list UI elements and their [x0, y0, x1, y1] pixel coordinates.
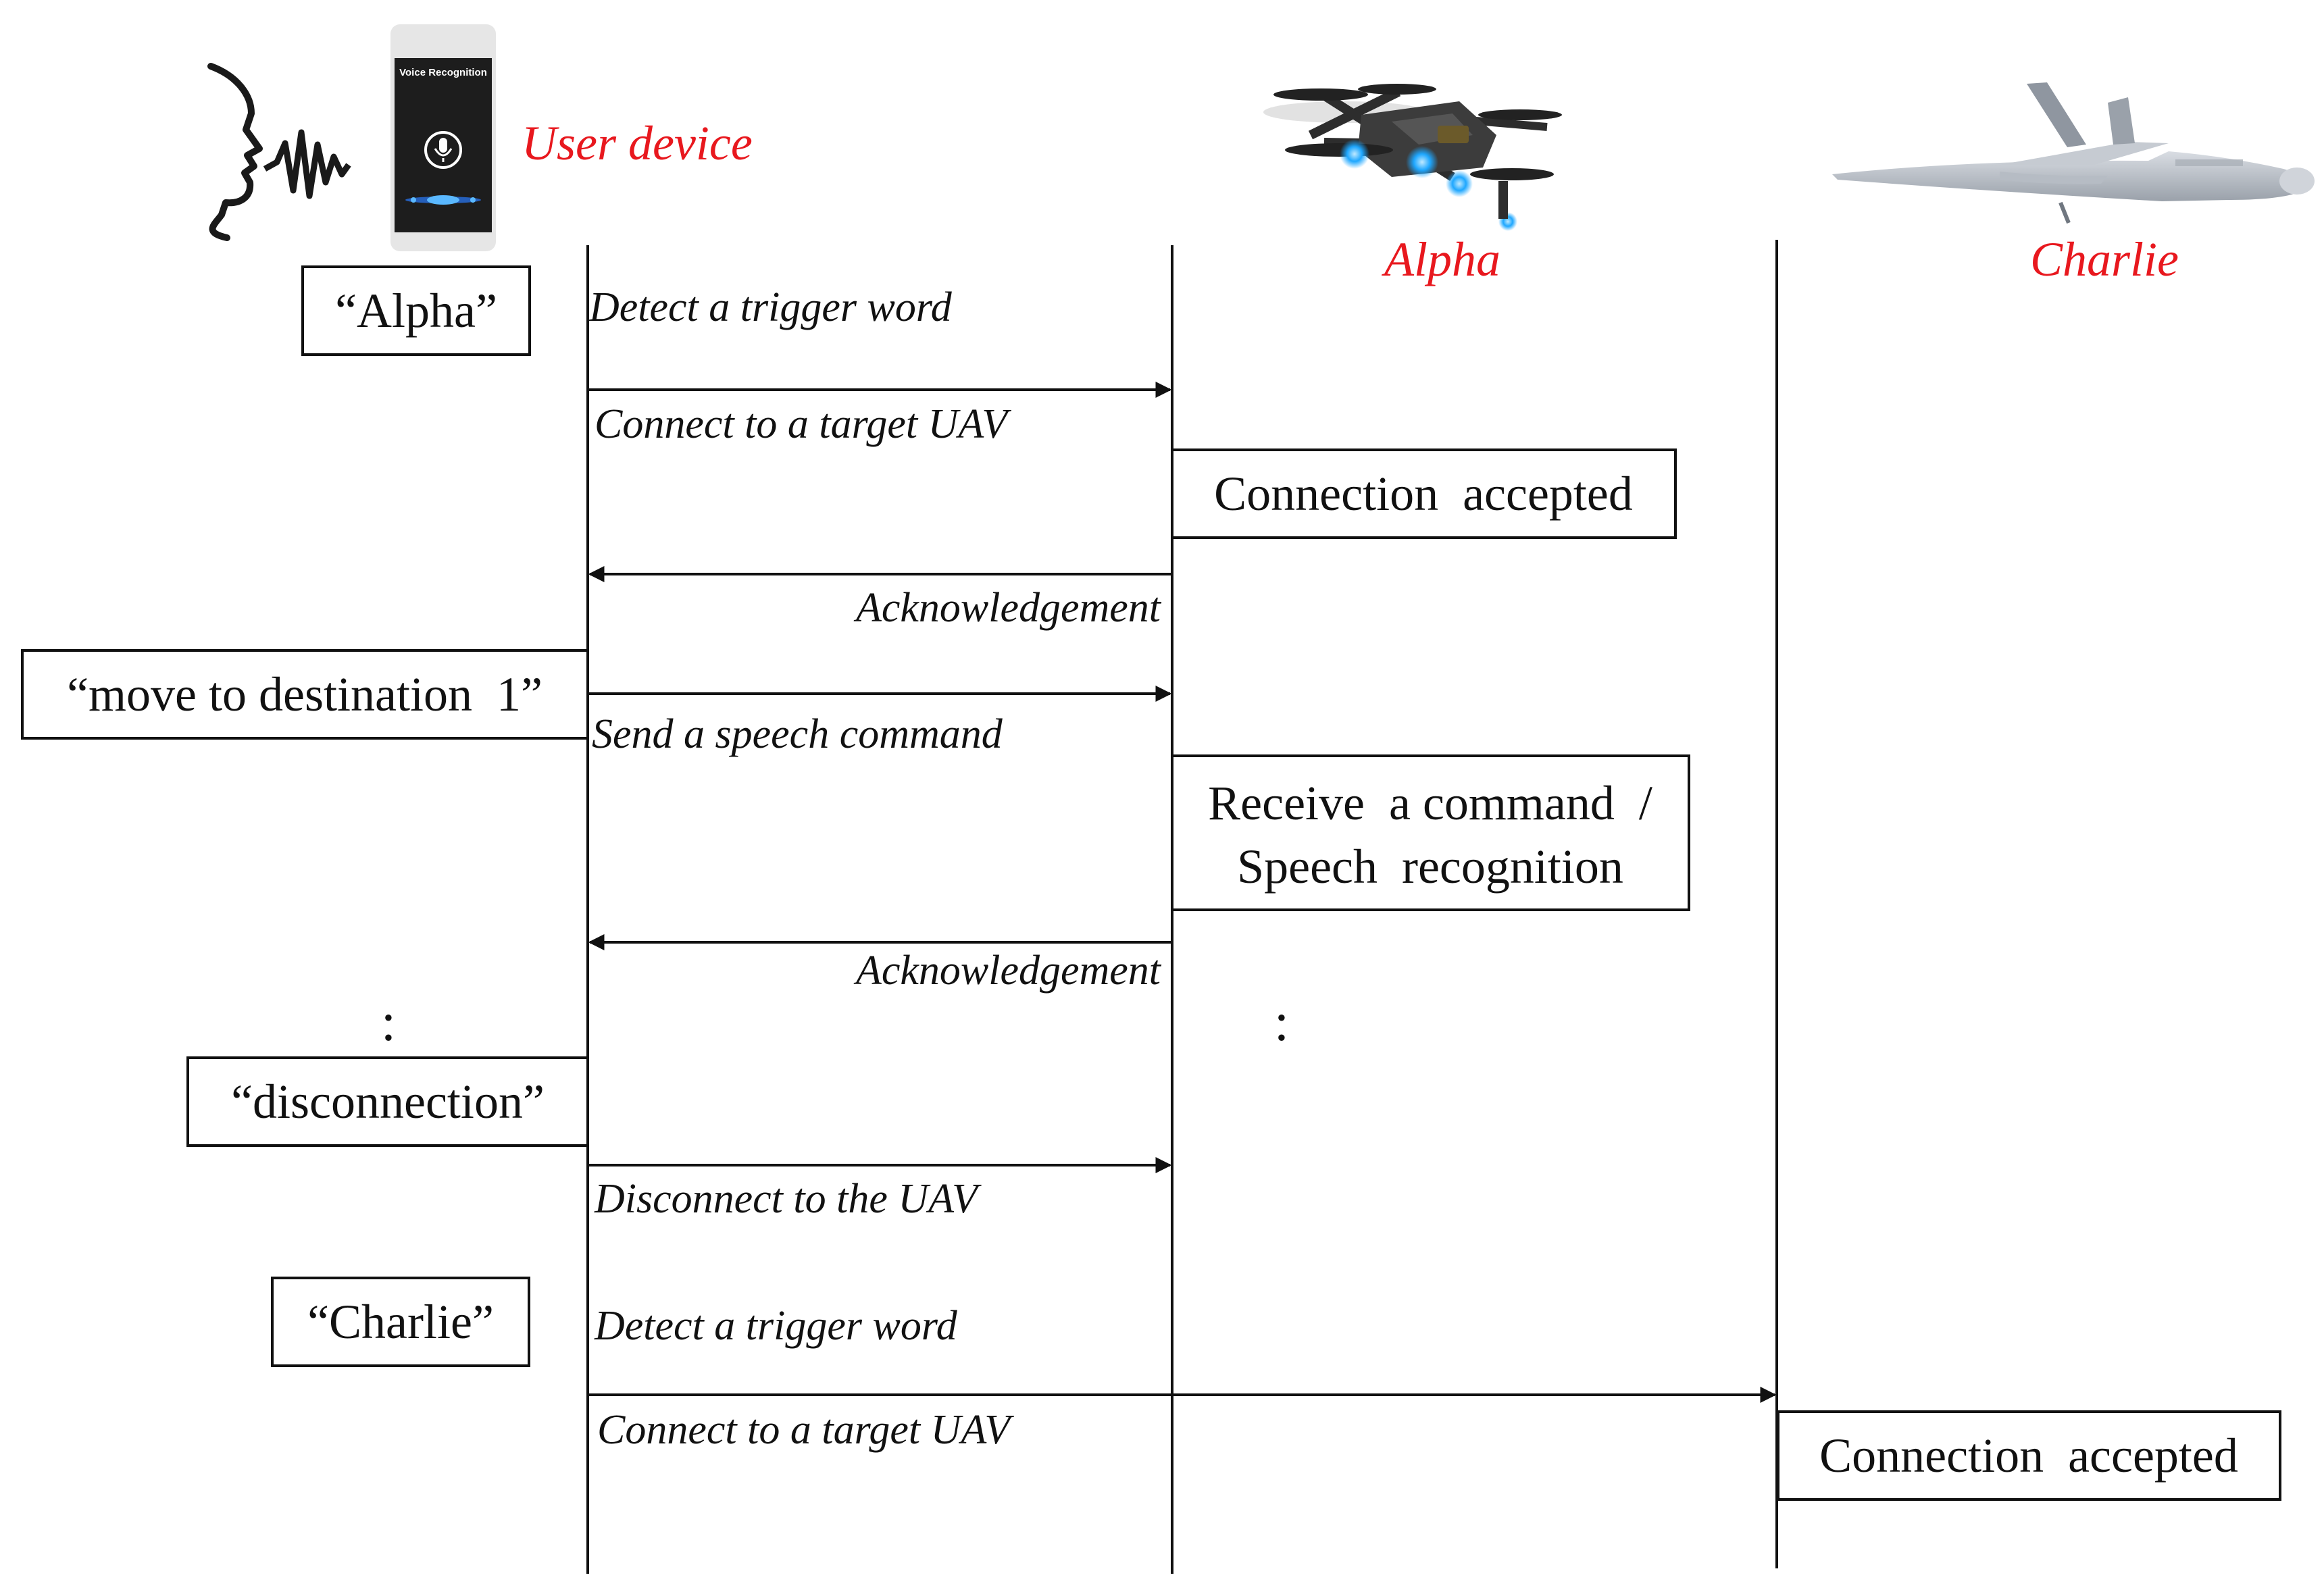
charlie-state-connection-accepted-text: Connection accepted [1819, 1429, 2238, 1483]
alpha-state-receive-line1: Receive a command / [1208, 776, 1652, 830]
user-phrase-alpha-text: “Alpha” [335, 284, 497, 338]
participant-label-user-device: User device [522, 116, 753, 170]
participant-label-charlie: Charlie [2030, 232, 2179, 286]
alpha-state-receive-command: Receive a command / Speech recognition [1171, 754, 1690, 911]
voice-level-indicator [405, 195, 481, 205]
user-phrase-move-text: “move to destination 1” [67, 667, 542, 721]
speaking-head-icon [207, 63, 263, 241]
quadcopter-drone-icon [1263, 84, 1562, 231]
charlie-state-connection-accepted: Connection accepted [1777, 1410, 2281, 1501]
user-phrase-alpha: “Alpha” [301, 265, 531, 356]
fixed-wing-uav-icon [1832, 82, 2315, 224]
user-phrase-move: “move to destination 1” [21, 649, 589, 740]
message-detect-trigger-2: Detect a trigger word [594, 1303, 958, 1349]
user-phrase-disconnection-text: “disconnection” [231, 1075, 545, 1129]
smartphone-icon: Voice Recognition [390, 24, 496, 251]
participant-label-alpha: Alpha [1382, 232, 1500, 286]
alpha-state-connection-accepted: Connection accepted [1171, 448, 1677, 539]
ellipsis-alpha: : [1274, 993, 1289, 1052]
alpha-state-connection-accepted-text: Connection accepted [1214, 467, 1633, 521]
ellipsis-user: : [381, 993, 396, 1052]
sound-wave-icon [263, 129, 351, 199]
microphone-icon [424, 131, 462, 169]
message-connect-target-1: Connect to a target UAV [595, 401, 1011, 447]
user-phrase-disconnection: “disconnection” [186, 1056, 589, 1147]
alpha-state-receive-line2: Speech recognition [1237, 840, 1623, 894]
phone-screen-title: Voice Recognition [399, 67, 487, 78]
message-disconnect-uav: Disconnect to the UAV [594, 1176, 982, 1222]
user-phrase-charlie-text: “Charlie” [307, 1295, 494, 1349]
message-connect-target-2: Connect to a target UAV [597, 1407, 1014, 1453]
user-phrase-charlie: “Charlie” [271, 1277, 530, 1367]
message-acknowledgement-1: Acknowledgement [853, 585, 1162, 631]
message-acknowledgement-2: Acknowledgement [853, 948, 1162, 994]
message-send-speech-command: Send a speech command [592, 711, 1003, 757]
message-detect-trigger-1: Detect a trigger word [588, 284, 953, 330]
